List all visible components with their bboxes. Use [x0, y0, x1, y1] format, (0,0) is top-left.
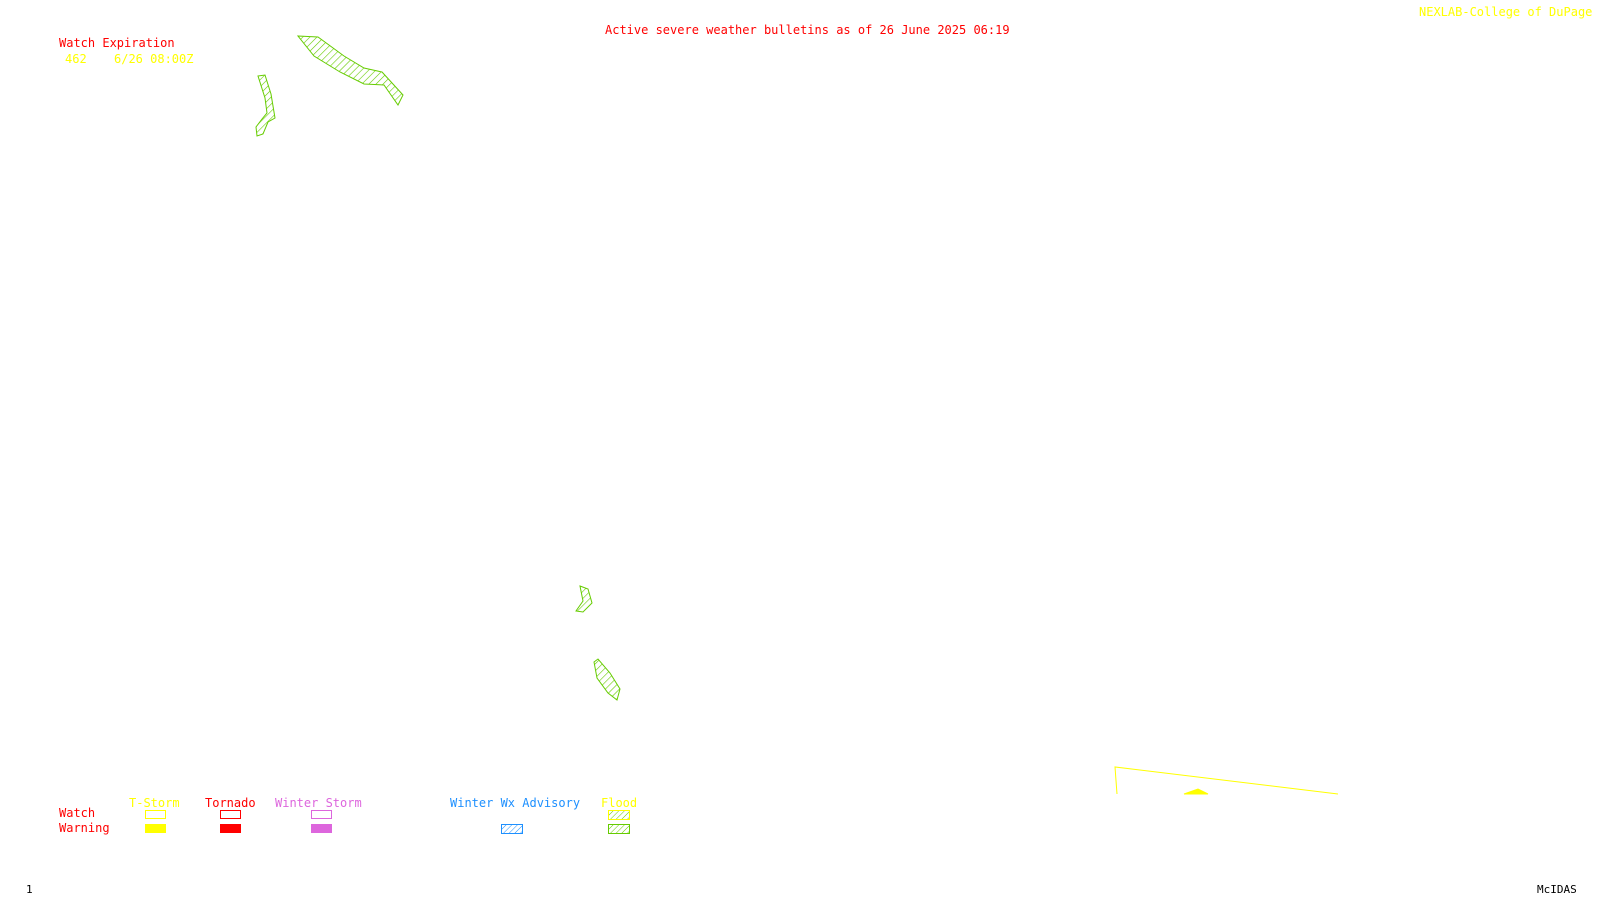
legend-tornado-watch-swatch: [220, 810, 241, 819]
watch-number[interactable]: 462: [65, 52, 87, 66]
legend-row-watch: Watch: [59, 806, 96, 820]
tstorm-watch-outline[interactable]: [1114, 766, 1339, 795]
legend-tornado-warning-swatch: [220, 824, 241, 833]
legend-winter-advisory-label: Winter Wx Advisory: [450, 796, 581, 810]
flood-warning-polygon[interactable]: [255, 74, 276, 137]
legend-flood-watch-swatch: [608, 810, 630, 820]
flood-warning-polygon[interactable]: [593, 658, 621, 701]
watch-expires-time: 6/26 08:00Z: [114, 52, 194, 66]
watch-expiration-label: Watch Expiration: [59, 36, 175, 50]
flood-warning-polygon[interactable]: [296, 35, 404, 106]
legend-winter-advisory-swatch: [501, 824, 523, 834]
legend-winter-storm-label: Winter Storm: [275, 796, 362, 810]
legend-winter-storm-warning-swatch: [311, 824, 332, 833]
legend-row-warning: Warning: [59, 821, 110, 835]
legend-tstorm-label: T-Storm: [129, 796, 180, 810]
frame-number: 1: [26, 883, 33, 896]
legend-tstorm-watch-swatch: [145, 810, 166, 819]
legend-flood-label: Flood: [601, 796, 638, 810]
tstorm-watch-marker: [1183, 788, 1209, 795]
legend-flood-warning-swatch: [608, 824, 630, 834]
credit-label: NEXLAB-College of DuPage R: [1419, 5, 1600, 19]
legend-tstorm-warning-swatch: [145, 824, 166, 833]
legend-tornado-label: Tornado: [205, 796, 256, 810]
flood-warning-polygon[interactable]: [575, 585, 593, 613]
bulletin-title: Active severe weather bulletins as of 26…: [605, 23, 1010, 37]
software-label: McIDAS: [1537, 883, 1577, 896]
legend-winter-storm-watch-swatch: [311, 810, 332, 819]
